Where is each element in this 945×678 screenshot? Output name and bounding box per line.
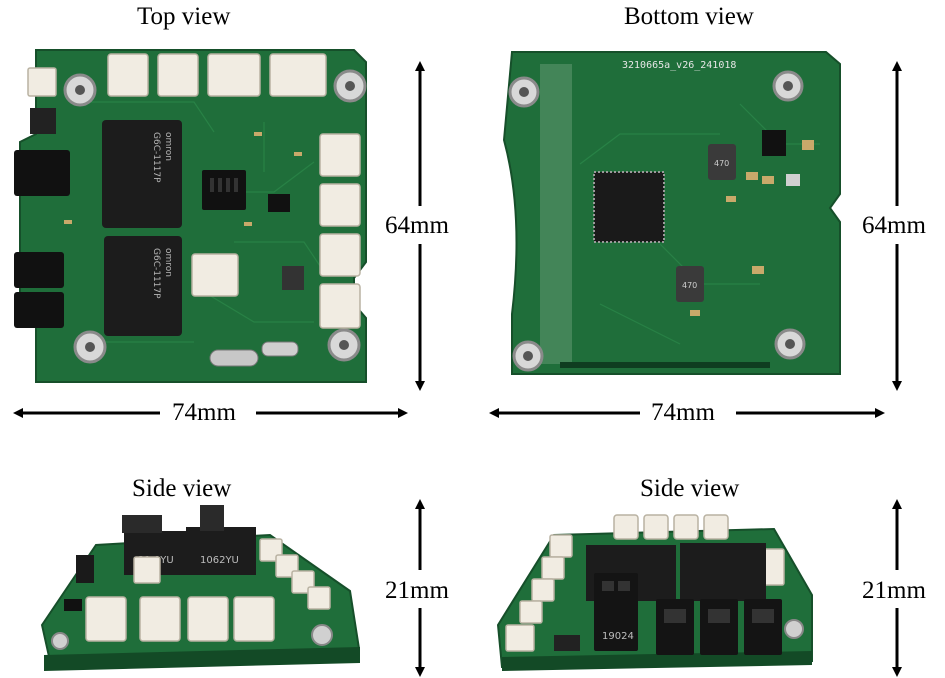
connector-right-1 — [319, 133, 361, 177]
side-right-black-connector-3 — [700, 599, 738, 655]
top-view-board-photo: omron G6C-1117P omron G6C-1117P — [14, 49, 367, 383]
connector-center — [191, 253, 239, 297]
black-connector-3 — [14, 292, 64, 328]
connector-top-2 — [157, 53, 199, 97]
bottom-height-label: 64mm — [862, 212, 926, 239]
relay-2-brand: omron — [163, 248, 173, 277]
side-view-left-photo: 21 0YU 1062YU — [40, 505, 360, 671]
side-left-connector-2 — [139, 596, 181, 642]
side-view-right-title: Side view — [640, 475, 740, 502]
side-left-height-label: 21mm — [385, 577, 449, 604]
connector-top-3 — [207, 53, 261, 97]
relay-1 — [102, 120, 182, 228]
svg-text:G6C-1117P: G6C-1117P — [151, 248, 161, 299]
connector-top-1 — [107, 53, 149, 97]
svg-text:470: 470 — [682, 281, 697, 290]
side-left-connector-3 — [187, 596, 229, 642]
side-right-black-connector-2 — [656, 599, 694, 655]
top-view-title: Top view — [137, 3, 231, 30]
ic-chip — [268, 194, 290, 212]
crystal — [261, 341, 299, 357]
relay-2 — [104, 236, 182, 336]
side-right-black-connector-1 — [594, 573, 638, 651]
side-view-right-photo: 19024 — [496, 514, 813, 671]
bottom-view-board-photo: 3210665a_v26_241018 470 470 — [502, 51, 841, 375]
connector-small-tl — [27, 67, 57, 97]
side-right-height-label: 21mm — [862, 577, 926, 604]
side-relay-2 — [186, 527, 256, 575]
top-width-label: 74mm — [172, 399, 236, 426]
black-connector-2 — [14, 252, 64, 288]
bottom-serial: 3210665a_v26_241018 — [622, 60, 736, 71]
black-connector-1 — [14, 150, 70, 196]
side-left-connector-4 — [233, 596, 275, 642]
svg-text:470: 470 — [714, 159, 729, 168]
side-left-connector-1 — [85, 596, 127, 642]
connector-right-4 — [319, 283, 361, 329]
svg-text:G6C-1117P: G6C-1117P — [151, 132, 161, 183]
dip-switch — [202, 170, 246, 210]
connector-right-2 — [319, 183, 361, 227]
usb-c-port — [209, 349, 259, 367]
svg-text:1062YU: 1062YU — [200, 555, 239, 566]
side-view-left-title: Side view — [132, 475, 232, 502]
side-right-relay-2 — [680, 543, 766, 601]
connector-top-4 — [269, 53, 327, 97]
side-right-black-connector-4 — [744, 599, 782, 655]
bottom-width-label: 74mm — [651, 399, 715, 426]
svg-text:19024: 19024 — [602, 631, 634, 642]
top-height-label: 64mm — [385, 212, 449, 239]
inductor-2 — [676, 266, 704, 302]
relay-1-brand: omron — [163, 132, 173, 161]
bottom-view-title: Bottom view — [624, 3, 754, 30]
mcu-chip — [593, 171, 665, 243]
connector-right-3 — [319, 233, 361, 277]
inductor-1 — [708, 144, 736, 180]
